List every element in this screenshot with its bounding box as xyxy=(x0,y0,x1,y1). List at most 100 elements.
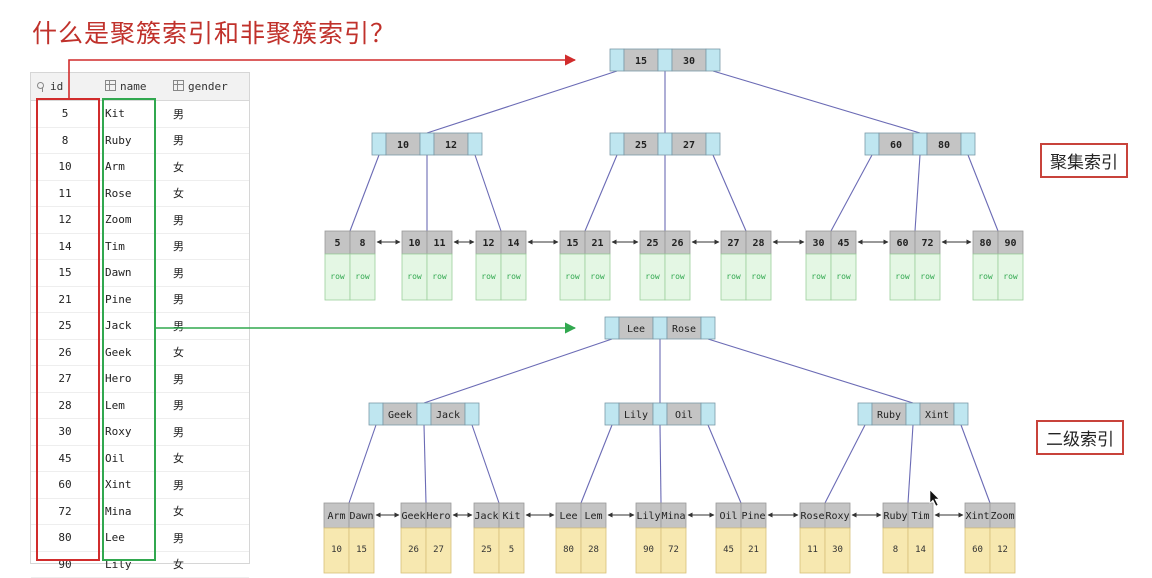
row-data-cell xyxy=(664,253,691,301)
cell-gender[interactable]: 女 xyxy=(167,551,249,578)
row-data-text: row xyxy=(895,272,910,281)
cell-id[interactable]: 8 xyxy=(31,127,99,154)
tree-edge xyxy=(967,154,999,232)
cell-id[interactable]: 26 xyxy=(31,339,99,366)
row-data-cell xyxy=(805,253,832,301)
leaf-key-text: Xint xyxy=(965,511,989,522)
row-data-text: row xyxy=(481,272,496,281)
node-pointer-cell xyxy=(467,132,483,156)
column-icon xyxy=(105,80,116,91)
cell-gender[interactable]: 男 xyxy=(167,392,249,419)
cell-gender[interactable]: 男 xyxy=(167,206,249,234)
tree-edge xyxy=(584,154,618,232)
cell-gender[interactable]: 女 xyxy=(167,153,249,181)
cell-gender[interactable]: 女 xyxy=(167,498,249,525)
column-header-gender[interactable]: gender xyxy=(167,73,249,101)
leaf-key-text: 8 xyxy=(359,238,365,249)
row-data-cell xyxy=(426,253,453,301)
cell-id[interactable]: 30 xyxy=(31,418,99,446)
cell-gender[interactable]: 男 xyxy=(167,524,249,552)
leaf-key-text: 12 xyxy=(482,238,494,249)
cell-id[interactable]: 5 xyxy=(31,100,99,128)
leaf-key-text: Kit xyxy=(502,511,520,522)
cell-gender[interactable]: 男 xyxy=(167,127,249,154)
leaf-key-text: 72 xyxy=(921,238,933,249)
row-data-text: row xyxy=(726,272,741,281)
tree-edge xyxy=(907,424,914,504)
cell-gender[interactable]: 男 xyxy=(167,233,249,260)
tree-edge xyxy=(348,424,377,504)
cell-gender[interactable]: 女 xyxy=(167,180,249,207)
column-header-id[interactable]: id xyxy=(31,73,99,101)
mouse-cursor-icon xyxy=(929,489,940,507)
cell-gender[interactable]: 男 xyxy=(167,471,249,499)
cell-gender[interactable]: 女 xyxy=(167,339,249,366)
leaf-key-cell xyxy=(400,502,427,529)
leaf-key-cell xyxy=(425,502,452,529)
leaf-key-text: 60 xyxy=(896,238,908,249)
cell-gender[interactable]: 男 xyxy=(167,259,249,287)
cell-id[interactable]: 10 xyxy=(31,153,99,181)
leaf-key-text: Oil xyxy=(719,511,737,522)
cell-id[interactable]: 45 xyxy=(31,445,99,472)
cell-id[interactable]: 12 xyxy=(31,206,99,234)
node-key-text: 10 xyxy=(397,140,409,151)
node-pointer-cell xyxy=(371,132,387,156)
node-key-text: 80 xyxy=(938,140,950,151)
row-data-cell xyxy=(324,253,351,301)
cell-id[interactable]: 90 xyxy=(31,551,99,578)
node-pointer-cell xyxy=(657,132,673,156)
key-icon xyxy=(37,82,46,92)
row-data-cell xyxy=(401,253,428,301)
cell-id[interactable]: 21 xyxy=(31,286,99,313)
cell-gender[interactable]: 男 xyxy=(167,286,249,313)
cell-id[interactable]: 15 xyxy=(31,259,99,287)
row-data-cell xyxy=(639,253,666,301)
cell-gender[interactable]: 男 xyxy=(167,418,249,446)
cell-id[interactable]: 11 xyxy=(31,180,99,207)
tree-edge xyxy=(824,424,866,504)
leaf-key-text: 28 xyxy=(752,238,764,249)
row-data-text: row xyxy=(751,272,766,281)
leaf-key-text: Zoom xyxy=(990,511,1014,522)
node-key-text: 30 xyxy=(683,56,695,67)
row-data-text: row xyxy=(330,272,345,281)
leaf-key-text: Tim xyxy=(911,511,929,522)
cell-id[interactable]: 28 xyxy=(31,392,99,419)
cell-id[interactable]: 25 xyxy=(31,312,99,340)
leaf-key-text: Lily xyxy=(636,511,660,522)
cell-gender[interactable]: 女 xyxy=(167,445,249,472)
cell-gender[interactable]: 男 xyxy=(167,365,249,393)
primary-key-cell xyxy=(824,527,851,574)
cell-id[interactable]: 14 xyxy=(31,233,99,260)
cell-id[interactable]: 80 xyxy=(31,524,99,552)
row-data-cell xyxy=(349,253,376,301)
node-key-text: Lee xyxy=(627,324,645,335)
tree-edge xyxy=(471,424,500,504)
primary-key-text: 80 xyxy=(563,545,574,555)
leaf-key-text: Jack xyxy=(474,511,498,522)
cell-id[interactable]: 60 xyxy=(31,471,99,499)
tree-edge xyxy=(830,154,873,232)
primary-key-cell xyxy=(660,527,687,574)
tree-edge xyxy=(349,154,380,232)
cell-id[interactable]: 72 xyxy=(31,498,99,525)
primary-key-text: 25 xyxy=(481,545,492,555)
cell-gender[interactable]: 男 xyxy=(167,312,249,340)
leaf-key-text: 14 xyxy=(507,238,519,249)
cell-id[interactable]: 27 xyxy=(31,365,99,393)
column-header-name[interactable]: name xyxy=(99,73,167,101)
cell-gender[interactable]: 男 xyxy=(167,100,249,128)
